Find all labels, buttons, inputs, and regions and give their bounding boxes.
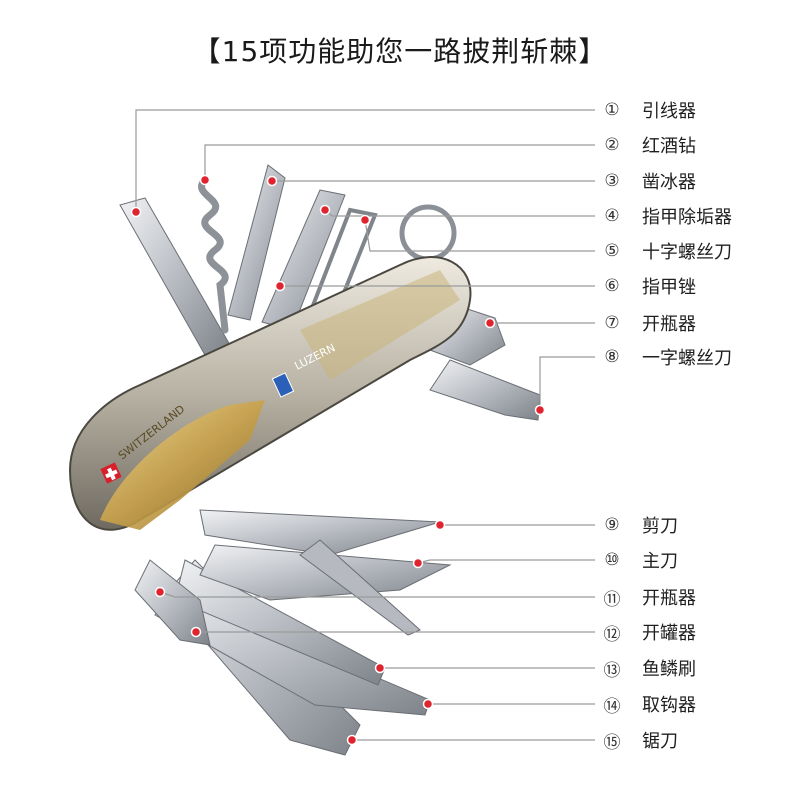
leader-line [364, 219, 595, 252]
gold-engraving [100, 400, 265, 530]
callout-label: 主刀 [642, 551, 678, 572]
callout-row: ③ 凿冰器 [600, 167, 696, 195]
knife-body: SWITZERLAND LUZERN [68, 256, 472, 531]
callout-label: 开罐器 [642, 623, 696, 644]
callout-number: ⑫ [603, 624, 621, 645]
callout-number: ⑨ [604, 515, 620, 535]
lower-tools [134, 509, 452, 756]
callout-label: 鱼鳞刷 [642, 659, 696, 680]
callout-number: ④ [604, 206, 620, 226]
callout-number: ⑦ [604, 313, 620, 333]
leader-line [539, 356, 595, 410]
callout-marker-dot [422, 698, 434, 710]
callout-row: ② 红酒钻 [600, 131, 696, 159]
callout-label: 指甲除垢器 [642, 207, 732, 228]
callout-marker-dot [534, 404, 546, 416]
callout-number: ⑩ [604, 550, 620, 570]
leader-line [417, 559, 595, 564]
callout-number: ⑮ [603, 732, 621, 753]
callout-number: ⑪ [603, 589, 621, 610]
callout-marker-dot [199, 174, 211, 186]
callout-label: 引线器 [642, 101, 696, 122]
callout-row: ⑪ 开瓶器 [600, 583, 697, 611]
callout-marker-dot [190, 626, 202, 638]
swiss-cross-icon [105, 467, 118, 481]
callout-row: ⑤ 十字螺丝刀 [600, 237, 732, 265]
callout-row: ④ 指甲除垢器 [600, 202, 732, 230]
flat-screwdriver-tool [429, 359, 541, 421]
callout-label: 开瓶器 [642, 588, 696, 609]
leader-line [135, 109, 595, 212]
callout-label: 取钩器 [642, 695, 696, 716]
callout-number: ⑤ [604, 241, 620, 261]
diagram-title: 【15项功能助您一路披荆斩棘】 [192, 35, 608, 68]
callout-label: 一字螺丝刀 [642, 348, 732, 369]
callout-number: ⑭ [603, 696, 621, 717]
scissors-lower-blade [299, 539, 421, 636]
callout-row: ⑬ 鱼鳞刷 [600, 654, 697, 682]
callout-label: 指甲锉 [642, 277, 696, 298]
callout-row: ⑮ 锯刀 [600, 726, 679, 754]
callout-row: ⑧ 一字螺丝刀 [600, 343, 732, 371]
callout-marker-dot [154, 586, 166, 598]
callout-row: ⑥ 指甲锉 [600, 272, 696, 300]
callout-number: ⑧ [604, 347, 620, 367]
ice-pick-tool [227, 164, 286, 321]
callout-marker-dot [274, 280, 286, 292]
callout-number: ⑬ [603, 660, 621, 681]
callout-marker-dot [359, 214, 371, 226]
callout-label: 开瓶器 [642, 314, 696, 335]
luzern-shield-icon [271, 372, 295, 398]
callout-label: 凿冰器 [642, 172, 696, 193]
callout-row: ⑩ 主刀 [600, 546, 678, 574]
corkscrew-tool [198, 176, 229, 334]
callout-marker-dot [319, 204, 331, 216]
leader-line [204, 144, 595, 180]
callout-number: ② [604, 135, 620, 155]
callout-label: 红酒钻 [642, 136, 696, 157]
callout-marker-dot [484, 317, 496, 329]
callout-number: ① [604, 100, 620, 120]
upper-tools [119, 164, 457, 356]
callout-number: ⑥ [604, 276, 620, 296]
callout-number: ③ [604, 171, 620, 191]
callout-row: ⑨ 剪刀 [600, 511, 678, 539]
callout-marker-dot [346, 734, 358, 746]
callout-marker-dot [374, 662, 386, 674]
callout-leaders [130, 109, 595, 746]
callout-marker-dot [412, 557, 424, 569]
callout-row: ⑦ 开瓶器 [600, 309, 696, 337]
callout-marker-dot [434, 519, 446, 531]
callout-row: ① 引线器 [600, 96, 696, 124]
callout-label: 剪刀 [642, 516, 678, 537]
leader-line [159, 591, 595, 598]
engraved-building [300, 270, 460, 380]
callout-row: ⑫ 开罐器 [600, 618, 697, 646]
can-opener-blade [134, 559, 211, 646]
callout-row: ⑭ 取钩器 [600, 690, 697, 718]
callout-label: 锯刀 [642, 731, 678, 752]
callout-marker-dot [130, 206, 142, 218]
awl-tool [119, 197, 231, 356]
callout-marker-dot [266, 175, 278, 187]
callout-label: 十字螺丝刀 [642, 242, 732, 263]
